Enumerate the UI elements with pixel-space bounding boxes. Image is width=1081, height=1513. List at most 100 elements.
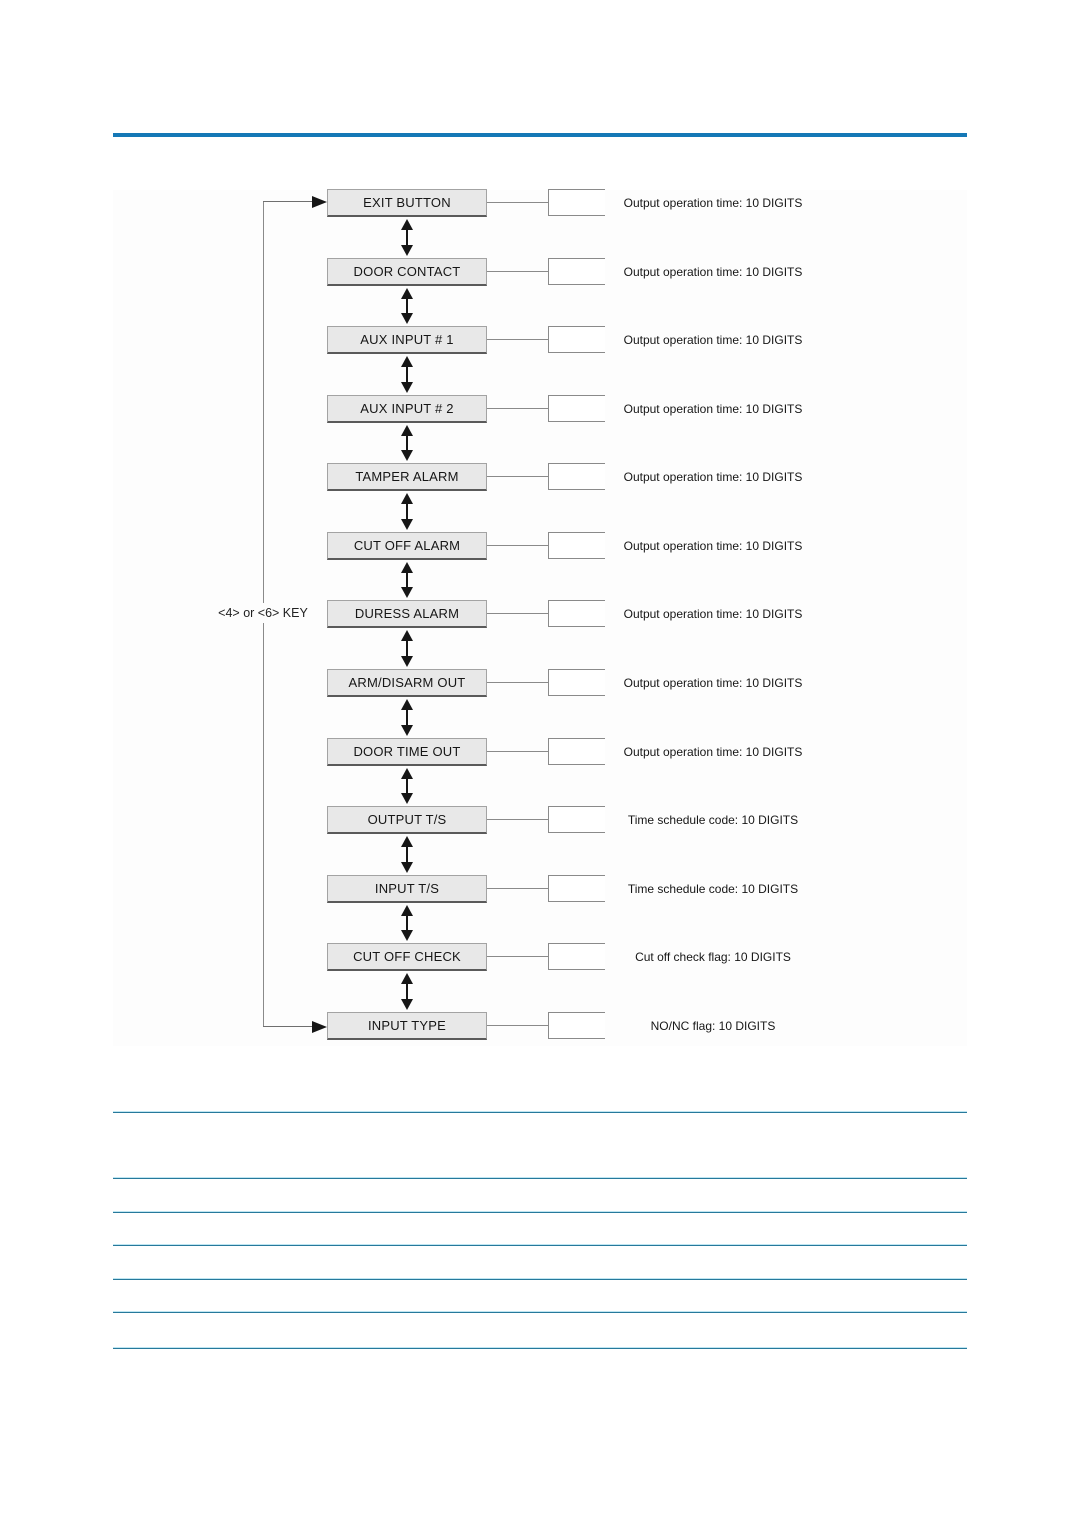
node-to-value-line (487, 339, 548, 340)
flow-node-label: DOOR TIME OUT (353, 744, 461, 759)
value-description: Output operation time: 10 DIGITS (623, 333, 803, 347)
flow-row: AUX INPUT # 2 Output operation time: 10 … (0, 395, 1081, 423)
flow-row: DURESS ALARM Output operation time: 10 D… (0, 600, 1081, 628)
flow-row: INPUT T/S Time schedule code: 10 DIGITS (0, 875, 1081, 903)
node-to-value-line (487, 613, 548, 614)
value-entry-box (548, 1012, 605, 1039)
divider-rule (113, 1278, 967, 1280)
flow-node-label: INPUT TYPE (367, 1018, 447, 1033)
divider-rule (113, 1111, 967, 1113)
value-description: Output operation time: 10 DIGITS (623, 265, 803, 279)
flow-node-box: CUT OFF CHECK (327, 943, 487, 971)
value-description: Cut off check flag: 10 DIGITS (635, 950, 791, 964)
up-down-arrow-icon (401, 562, 413, 598)
up-down-arrow-icon (401, 836, 413, 873)
flow-node-box: OUTPUT T/S (327, 806, 487, 834)
flow-node-box: ARM/DISARM OUT (327, 669, 487, 697)
value-description: Time schedule code: 10 DIGITS (627, 882, 799, 896)
up-down-arrow-icon (401, 219, 413, 256)
node-to-value-line (487, 1025, 548, 1026)
up-down-arrow-icon (401, 905, 413, 941)
key-navigation-label: <4> or <6> KEY (214, 603, 312, 623)
up-down-arrow-icon (401, 973, 413, 1010)
value-entry-box (548, 806, 605, 833)
divider-rule (113, 1311, 967, 1313)
value-description: Output operation time: 10 DIGITS (623, 196, 803, 210)
divider-rule (113, 1177, 967, 1179)
key-bracket-top-line (263, 201, 313, 202)
flow-row: EXIT BUTTON Output operation time: 10 DI… (0, 189, 1081, 217)
value-entry-box (548, 326, 605, 353)
flow-node-box: AUX INPUT # 1 (327, 326, 487, 354)
up-down-arrow-icon (401, 288, 413, 324)
value-entry-box (548, 600, 605, 627)
flow-row: TAMPER ALARM Output operation time: 10 D… (0, 463, 1081, 491)
node-to-value-line (487, 819, 548, 820)
flow-node-label: TAMPER ALARM (355, 469, 459, 484)
value-entry-box (548, 669, 605, 696)
flow-node-label: CUT OFF ALARM (353, 538, 461, 553)
flow-row: DOOR CONTACT Output operation time: 10 D… (0, 258, 1081, 286)
flow-node-label: AUX INPUT # 2 (360, 401, 454, 416)
value-description: Output operation time: 10 DIGITS (623, 676, 803, 690)
node-to-value-line (487, 408, 548, 409)
flow-node-box: INPUT TYPE (327, 1012, 487, 1040)
flow-node-box: AUX INPUT # 2 (327, 395, 487, 423)
up-down-arrow-icon (401, 699, 413, 736)
flow-node-label: DURESS ALARM (354, 606, 460, 621)
flow-row: OUTPUT T/S Time schedule code: 10 DIGITS (0, 806, 1081, 834)
right-arrowhead-icon (312, 1021, 327, 1033)
value-description: Output operation time: 10 DIGITS (623, 470, 803, 484)
value-entry-box (548, 532, 605, 559)
flow-row: ARM/DISARM OUT Output operation time: 10… (0, 669, 1081, 697)
flow-node-label: EXIT BUTTON (363, 195, 451, 210)
flow-node-label: OUTPUT T/S (367, 812, 447, 827)
right-arrowhead-icon (312, 196, 327, 208)
node-to-value-line (487, 476, 548, 477)
divider-rule (113, 1347, 967, 1349)
flow-node-box: TAMPER ALARM (327, 463, 487, 491)
node-to-value-line (487, 751, 548, 752)
value-entry-box (548, 258, 605, 285)
up-down-arrow-icon (401, 493, 413, 530)
value-description: Output operation time: 10 DIGITS (623, 539, 803, 553)
value-entry-box (548, 189, 605, 216)
flow-node-box: DOOR CONTACT (327, 258, 487, 286)
flow-node-label: AUX INPUT # 1 (360, 332, 454, 347)
flow-row: DOOR TIME OUT Output operation time: 10 … (0, 738, 1081, 766)
key-bracket-bottom-line (263, 1026, 313, 1027)
up-down-arrow-icon (401, 356, 413, 393)
value-entry-box (548, 875, 605, 902)
top-section-rule (113, 133, 967, 137)
up-down-arrow-icon (401, 630, 413, 667)
flow-row: INPUT TYPE NO/NC flag: 10 DIGITS (0, 1012, 1081, 1040)
value-description: Output operation time: 10 DIGITS (623, 402, 803, 416)
flow-node-box: EXIT BUTTON (327, 189, 487, 217)
flow-node-box: INPUT T/S (327, 875, 487, 903)
value-description: NO/NC flag: 10 DIGITS (650, 1019, 776, 1033)
flow-node-box: DURESS ALARM (327, 600, 487, 628)
value-description: Output operation time: 10 DIGITS (623, 607, 803, 621)
value-description: Output operation time: 10 DIGITS (623, 745, 803, 759)
node-to-value-line (487, 956, 548, 957)
node-to-value-line (487, 202, 548, 203)
node-to-value-line (487, 682, 548, 683)
value-entry-box (548, 738, 605, 765)
divider-rule (113, 1244, 967, 1246)
divider-rule (113, 1211, 967, 1213)
up-down-arrow-icon (401, 425, 413, 461)
flow-row: AUX INPUT # 1 Output operation time: 10 … (0, 326, 1081, 354)
flow-node-box: DOOR TIME OUT (327, 738, 487, 766)
flow-node-label: CUT OFF CHECK (353, 949, 461, 964)
flow-node-label: ARM/DISARM OUT (348, 675, 466, 690)
node-to-value-line (487, 888, 548, 889)
up-down-arrow-icon (401, 768, 413, 804)
flow-node-label: DOOR CONTACT (353, 264, 461, 279)
node-to-value-line (487, 271, 548, 272)
value-description: Time schedule code: 10 DIGITS (627, 813, 799, 827)
value-entry-box (548, 943, 605, 970)
flow-row: CUT OFF CHECK Cut off check flag: 10 DIG… (0, 943, 1081, 971)
flow-node-box: CUT OFF ALARM (327, 532, 487, 560)
value-entry-box (548, 463, 605, 490)
